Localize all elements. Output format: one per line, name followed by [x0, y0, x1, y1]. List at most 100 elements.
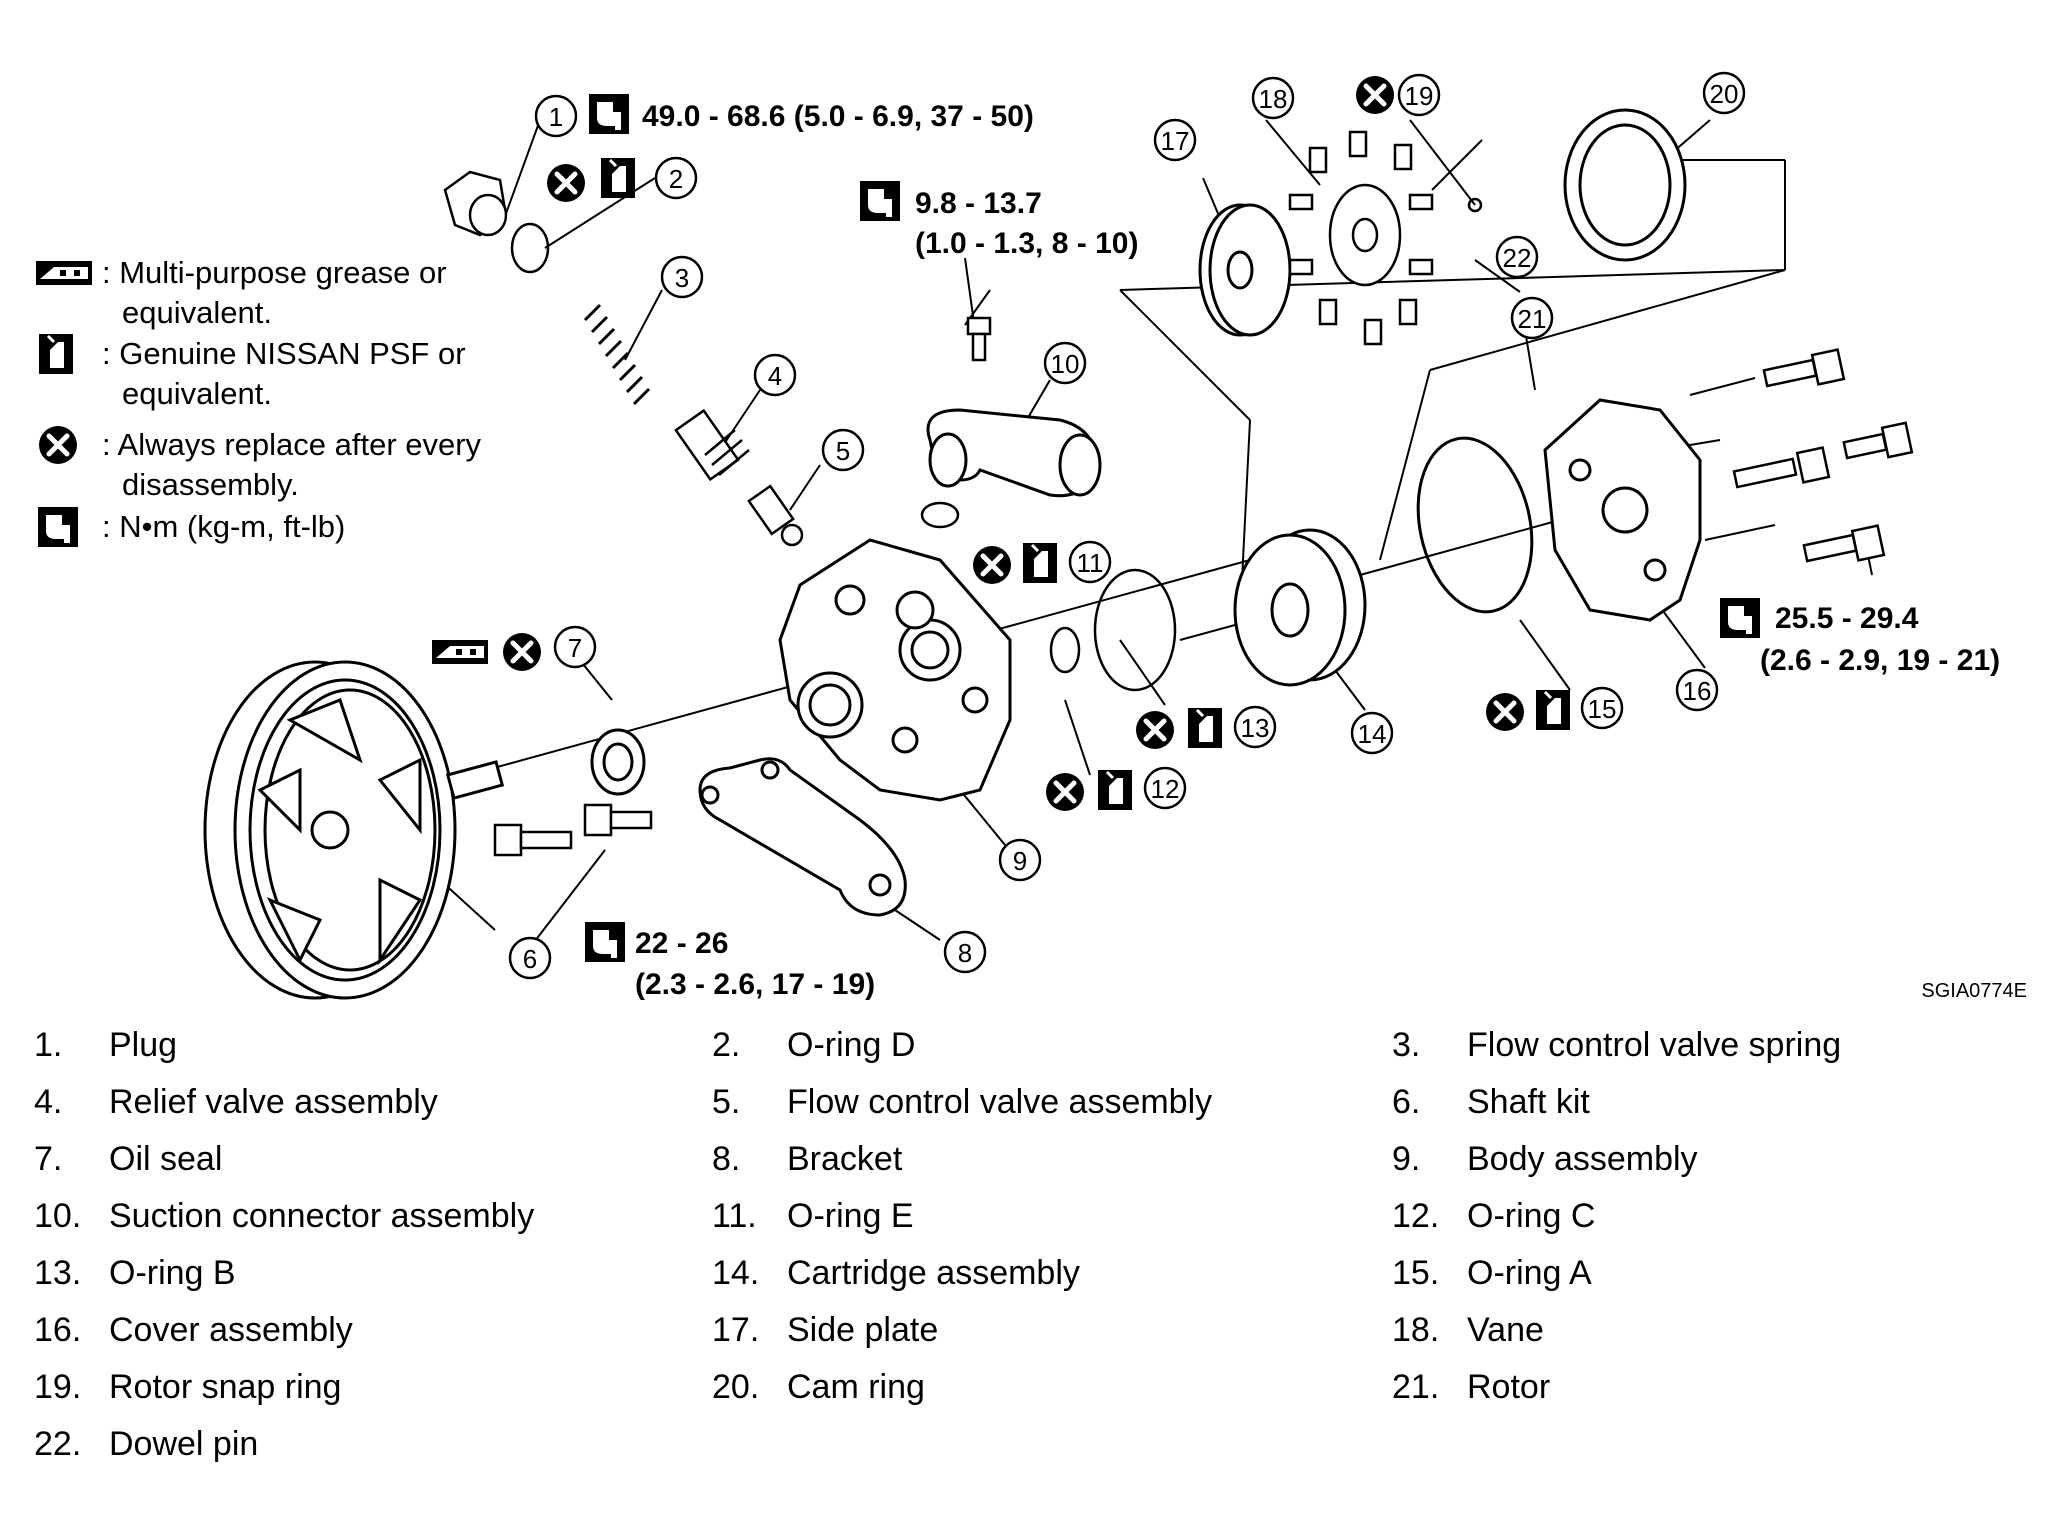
o-ring-a — [1416, 436, 1534, 614]
legend-fluid-text2: equivalent. — [122, 376, 272, 411]
callout-19 — [1397, 73, 1441, 117]
legend-torque-text: : N•m (kg-m, ft-lb) — [102, 509, 346, 544]
shaft-kit-pulley — [203, 660, 505, 1000]
cover-bolts — [1732, 348, 1914, 563]
callout-9 — [998, 838, 1042, 882]
flow-control-valve-assembly — [747, 484, 804, 547]
callout-14 — [1350, 711, 1394, 755]
callout-20 — [1702, 71, 1746, 115]
callout-label: 12 — [1151, 774, 1180, 804]
callout-12 — [1143, 766, 1187, 810]
rotor-snap-ring — [1467, 197, 1483, 213]
replace-icon — [503, 633, 541, 671]
callout-label: 15 — [1588, 694, 1617, 724]
plug — [443, 170, 508, 237]
callout-label: 3 — [675, 263, 689, 293]
callout-5 — [821, 428, 865, 472]
callout-label: 17 — [1161, 126, 1190, 156]
callout-label: 8 — [958, 938, 972, 968]
legend-grease-text: : Multi-purpose grease or — [102, 255, 447, 290]
exploded-view-diagram: 1 2 3 4 5 6 7 8 9 10 11 12 13 14 15 16 1… — [203, 71, 2000, 1000]
legend-grease: : Multi-purpose grease or equivalent. — [36, 253, 447, 333]
fluid-icon — [599, 156, 637, 200]
suction-connector-bolt — [966, 316, 992, 362]
figure-code: SGIA0774E — [1921, 980, 2027, 1002]
callout-label: 4 — [768, 361, 782, 391]
torque-icon — [860, 181, 900, 221]
torque-spec-suction-line1: 9.8 - 13.7 — [915, 187, 1042, 220]
rotor-and-vanes — [1288, 130, 1434, 346]
callout-label: 21 — [1518, 304, 1547, 334]
cover-assembly — [1543, 398, 1702, 622]
cartridge-assembly — [1233, 528, 1367, 687]
callout-6 — [508, 936, 552, 980]
callout-17 — [1153, 118, 1197, 162]
fluid-icon — [1096, 768, 1134, 812]
bracket — [698, 757, 907, 917]
callout-label: 13 — [1241, 713, 1270, 743]
torque-spec-bracket-line1: 22 - 26 — [635, 927, 728, 960]
callout-label: 22 — [1503, 243, 1532, 273]
legend-torque: : N•m (kg-m, ft-lb) — [36, 507, 345, 547]
legend-replace-text: : Always replace after every — [102, 427, 482, 462]
callout-label: 18 — [1259, 84, 1288, 114]
replace-icon — [1486, 693, 1524, 731]
callout-label: 11 — [1077, 548, 1104, 578]
callout-7 — [553, 625, 597, 669]
torque-icon — [585, 922, 625, 962]
callout-15 — [1580, 686, 1624, 730]
torque-spec-plug: 49.0 - 68.6 (5.0 - 6.9, 37 - 50) — [642, 100, 1034, 133]
fluid-icon — [1534, 688, 1572, 732]
body-assembly — [778, 538, 1012, 802]
replace-icon — [973, 546, 1011, 584]
callout-label: 7 — [568, 633, 582, 663]
callout-circles — [508, 71, 1746, 980]
callout-13 — [1233, 705, 1277, 749]
fluid-icon — [36, 332, 92, 376]
callout-label: 16 — [1683, 676, 1712, 706]
callout-label: 5 — [836, 436, 850, 466]
torque-icon — [589, 94, 629, 134]
callout-label: 20 — [1710, 79, 1739, 109]
torque-spec-cover-line2: (2.6 - 2.9, 19 - 21) — [1760, 644, 2000, 677]
callout-21 — [1510, 296, 1554, 340]
legend-fluid-text: : Genuine NISSAN PSF or — [102, 336, 466, 371]
o-ring-e — [920, 501, 960, 529]
o-ring-b — [1093, 568, 1177, 692]
torque-spec-suction-line2: (1.0 - 1.3, 8 - 10) — [915, 227, 1138, 260]
callout-label: 10 — [1051, 349, 1080, 379]
oil-seal — [590, 728, 646, 796]
callout-label: 19 — [1405, 81, 1434, 111]
suction-connector-assembly — [926, 408, 1102, 498]
bracket-bolts — [493, 803, 653, 857]
replace-icon — [1356, 76, 1394, 114]
fluid-icon — [1021, 541, 1059, 585]
side-plate — [1198, 203, 1292, 337]
callout-3 — [660, 255, 704, 299]
callout-10 — [1043, 341, 1087, 385]
grease-icon — [36, 253, 92, 293]
torque-icon — [1720, 598, 1760, 638]
flow-control-valve-spring — [583, 303, 651, 406]
replace-icon — [36, 425, 92, 465]
replace-icon — [547, 164, 585, 202]
callout-16 — [1675, 668, 1719, 712]
callout-8 — [943, 930, 987, 974]
torque-icon — [36, 507, 92, 547]
callout-11 — [1068, 540, 1112, 584]
relief-valve-assembly — [674, 408, 750, 482]
callout-18 — [1251, 76, 1295, 120]
cam-ring — [1563, 108, 1687, 262]
callout-label: 2 — [669, 164, 683, 194]
o-ring-c — [1049, 626, 1081, 674]
callout-4 — [753, 353, 797, 397]
legend-replace-text2: disassembly. — [122, 467, 299, 502]
legend-replace: : Always replace after every disassembly… — [36, 425, 481, 505]
o-ring-d — [510, 222, 550, 274]
replace-icon — [1136, 711, 1174, 749]
callout-label: 14 — [1358, 719, 1387, 749]
callout-2 — [654, 156, 698, 200]
callout-label: 6 — [523, 944, 537, 974]
replace-icon — [1046, 773, 1084, 811]
torque-spec-bracket-line2: (2.3 - 2.6, 17 - 19) — [635, 968, 875, 1000]
